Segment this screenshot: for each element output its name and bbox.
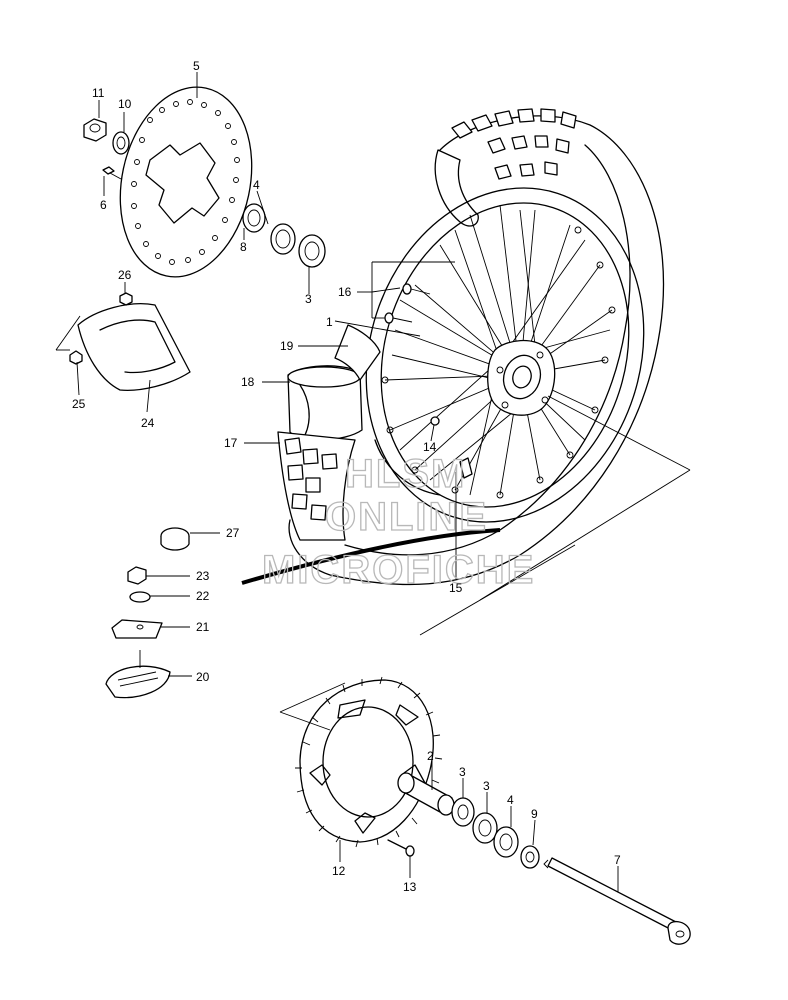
callout-17: 17	[224, 436, 238, 450]
callout-4: 4	[507, 793, 514, 807]
bearing	[298, 234, 326, 268]
lower-oil-seal	[493, 826, 519, 858]
callout-4: 4	[253, 178, 260, 192]
tire-section	[277, 431, 356, 541]
rim-lock-washer	[129, 591, 151, 603]
callout-23: 23	[196, 569, 210, 583]
callout-10: 10	[118, 97, 132, 111]
callout-9: 9	[531, 807, 538, 821]
callout-5: 5	[193, 59, 200, 73]
callout-20: 20	[196, 670, 210, 684]
rear-wheel-assembly	[241, 108, 665, 586]
spacer	[242, 203, 266, 233]
callout-25: 25	[72, 397, 86, 411]
watermark-line-1: HLSM	[345, 452, 466, 496]
rim-lock-part	[105, 650, 171, 699]
axle-spacer	[397, 772, 455, 816]
washer	[112, 131, 130, 155]
nut	[83, 118, 107, 142]
callout-16: 16	[338, 285, 352, 299]
callout-27: 27	[226, 526, 240, 540]
rim-lock-nut	[127, 566, 147, 585]
lower-bearing-2	[472, 812, 498, 844]
rim-lock-spacer	[111, 619, 163, 639]
inner-tube-section	[287, 365, 363, 441]
rim-band	[241, 528, 501, 585]
oil-seal	[270, 223, 296, 255]
callout-labels: 1 2 3 3 3 4 4 5 6 7 8 9 10 11 12 13 14 1…	[72, 59, 621, 894]
tire	[288, 115, 665, 586]
watermark-line-2: ONLINE	[325, 495, 488, 539]
watermark-line-3: MICROFICHE	[262, 548, 535, 592]
disc-bolt	[102, 166, 122, 180]
callout-15: 15	[449, 581, 463, 595]
disc-cover	[77, 303, 191, 391]
cover-bolt	[119, 292, 133, 306]
callout-11: 11	[92, 86, 105, 100]
callout-3: 3	[305, 292, 312, 306]
rear-axle	[543, 857, 691, 945]
callout-26: 26	[118, 268, 132, 282]
callout-13: 13	[403, 880, 417, 894]
brake-disc	[119, 86, 253, 278]
valve-cap	[160, 527, 190, 551]
leader-lines	[76, 72, 691, 892]
callout-1: 1	[326, 315, 333, 329]
callout-2: 2	[427, 749, 434, 763]
cover-bolt-lower	[69, 350, 83, 365]
watermark: HLSM ONLINE MICROFICHE	[261, 451, 535, 592]
hub	[487, 339, 556, 416]
callout-6: 6	[100, 198, 107, 212]
callout-3: 3	[459, 765, 466, 779]
rim-lock	[459, 457, 473, 479]
callout-8: 8	[240, 240, 247, 254]
axle-collar	[520, 845, 540, 869]
callout-7: 7	[614, 853, 621, 867]
tire-tread	[451, 108, 577, 180]
spoke-bolts	[384, 283, 431, 324]
callout-3: 3	[483, 779, 490, 793]
lower-bearing-1	[451, 797, 475, 827]
sprocket-bolt	[387, 839, 415, 857]
callout-19: 19	[280, 339, 294, 353]
callout-18: 18	[241, 375, 255, 389]
callout-21: 21	[196, 620, 210, 634]
callout-22: 22	[196, 589, 210, 603]
rear-sprocket	[295, 676, 443, 848]
callout-14: 14	[423, 440, 437, 454]
callout-12: 12	[332, 864, 346, 878]
callout-24: 24	[141, 416, 155, 430]
spoke-nipples	[381, 226, 616, 499]
rim-band-part	[334, 324, 381, 381]
rim	[365, 187, 645, 523]
